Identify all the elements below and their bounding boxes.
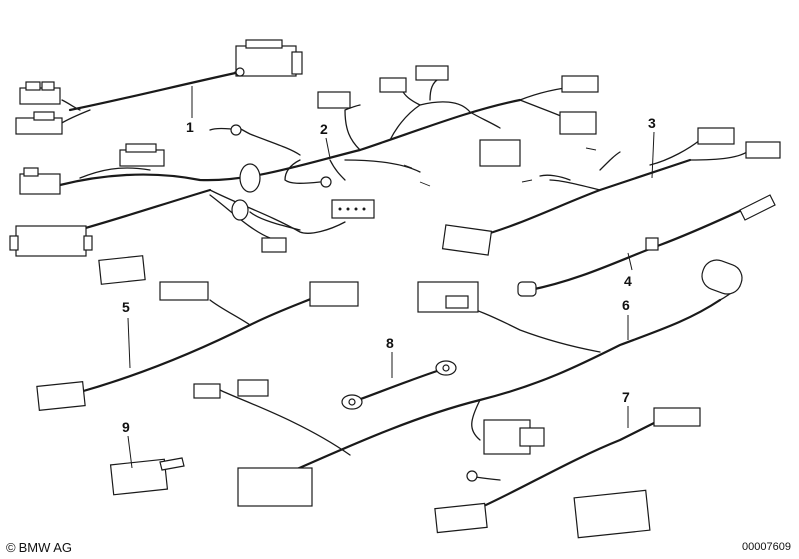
connector-1a: [19, 81, 61, 105]
harness-6: [193, 259, 743, 507]
part-label-9: 9: [122, 419, 130, 435]
connector-3b: [697, 127, 735, 145]
connector-7a: [434, 502, 488, 534]
connector-3c: [745, 141, 781, 159]
connector-2a: [19, 167, 61, 195]
connector-2e: [331, 199, 375, 219]
connector-2g: [317, 91, 351, 109]
part-label-8: 8: [386, 335, 394, 351]
connector-2d: [98, 255, 146, 285]
part-label-2: 2: [320, 121, 328, 137]
brand-mark: © BMW AG: [6, 540, 72, 555]
brand-name: BMW AG: [18, 540, 73, 555]
connector-2k: [559, 111, 597, 135]
connector-5a: [36, 381, 86, 411]
harness-1: [15, 39, 303, 135]
harness-5: [36, 281, 359, 411]
connector-2f: [261, 237, 287, 253]
document-number: 00007609: [742, 541, 791, 553]
connector-2j: [561, 75, 599, 93]
part-label-5: 5: [122, 299, 130, 315]
part-label-7: 7: [622, 389, 630, 405]
connector-6d: [483, 419, 545, 455]
part-label-3: 3: [648, 115, 656, 131]
bracket-6e: [701, 259, 743, 295]
connector-9: [109, 457, 185, 496]
connector-1c: [235, 39, 303, 77]
copyright-symbol: ©: [6, 540, 16, 555]
connector-2i: [479, 139, 521, 167]
strap-8: [341, 360, 457, 410]
connector-1b: [15, 111, 63, 135]
part-label-6: 6: [622, 297, 630, 313]
connector-6b: [237, 467, 313, 507]
connector-2c: [9, 225, 93, 257]
harness-7: [434, 407, 701, 539]
part-label-1: 1: [186, 119, 194, 135]
connector-6a: [417, 281, 479, 313]
connector-2h: [379, 65, 449, 93]
connector-7c: [573, 489, 651, 539]
cable-4: [517, 194, 776, 297]
connector-3a: [441, 224, 493, 256]
connector-2b: [119, 143, 165, 167]
part-label-4: 4: [624, 273, 632, 289]
connector-7b: [653, 407, 701, 427]
connector-6c: [193, 379, 269, 399]
harness-3: [441, 127, 781, 256]
connector-5c: [309, 281, 359, 307]
connector-5b: [159, 281, 209, 301]
leader-lines: [127, 86, 655, 469]
harness-2: [9, 65, 599, 285]
